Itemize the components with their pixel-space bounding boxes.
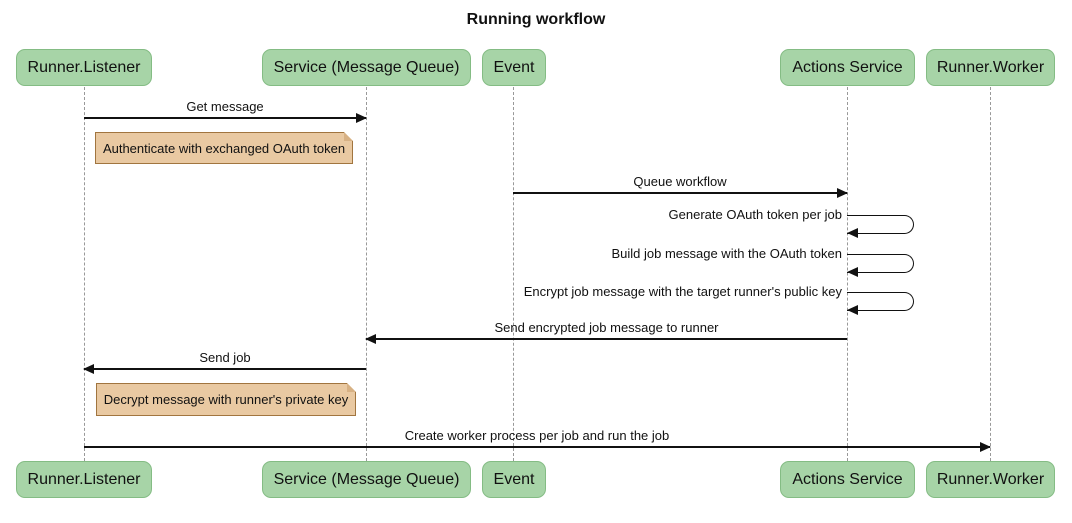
self-loop-line — [847, 292, 914, 311]
note-text: Authenticate with exchanged OAuth token — [102, 140, 346, 156]
message-label: Get message — [186, 99, 264, 114]
lifeline-runner-listener — [83, 87, 85, 461]
message-label: Send encrypted job message to runner — [494, 320, 719, 335]
actor-runner-listener-bottom: Runner.Listener — [16, 461, 152, 498]
message-label: Send job — [199, 350, 251, 365]
lifeline-service-message-queue — [365, 87, 367, 461]
arrowhead-left-icon — [847, 267, 858, 277]
self-loop-line — [847, 254, 914, 273]
actor-actions-service-bottom: Actions Service — [780, 461, 915, 498]
message-label: Generate OAuth token per job — [668, 207, 842, 222]
actor-runner-worker-top: Runner.Worker — [926, 49, 1055, 86]
actor-actions-service-top: Actions Service — [780, 49, 915, 86]
message-line — [513, 192, 847, 194]
message-label: Build job message with the OAuth token — [611, 246, 842, 261]
arrowhead-right-icon — [837, 188, 848, 198]
lifeline-runner-worker — [989, 87, 991, 461]
message-line — [84, 368, 366, 370]
actor-event-top: Event — [482, 49, 546, 86]
lifeline-event — [512, 87, 514, 461]
note-text: Decrypt message with runner's private ke… — [103, 392, 349, 407]
actor-event-bottom: Event — [482, 461, 546, 498]
note-authenticate-oauth: Authenticate with exchanged OAuth token — [95, 132, 353, 164]
arrowhead-right-icon — [356, 113, 367, 123]
actor-service-message-queue-top: Service (Message Queue) — [262, 49, 471, 86]
actor-runner-listener-top: Runner.Listener — [16, 49, 152, 86]
self-loop-line — [847, 215, 914, 234]
arrowhead-left-icon — [847, 305, 858, 315]
message-line — [84, 117, 366, 119]
arrowhead-left-icon — [847, 228, 858, 238]
message-line — [366, 338, 847, 340]
actor-runner-worker-bottom: Runner.Worker — [926, 461, 1055, 498]
arrowhead-left-icon — [83, 364, 94, 374]
message-line — [84, 446, 990, 448]
message-label: Encrypt job message with the target runn… — [523, 284, 842, 299]
arrowhead-right-icon — [980, 442, 991, 452]
note-decrypt-message: Decrypt message with runner's private ke… — [96, 383, 356, 416]
diagram-title: Running workflow — [466, 11, 606, 28]
message-label: Queue workflow — [633, 174, 727, 189]
message-label: Create worker process per job and run th… — [404, 428, 670, 443]
arrowhead-left-icon — [365, 334, 376, 344]
actor-service-message-queue-bottom: Service (Message Queue) — [262, 461, 471, 498]
